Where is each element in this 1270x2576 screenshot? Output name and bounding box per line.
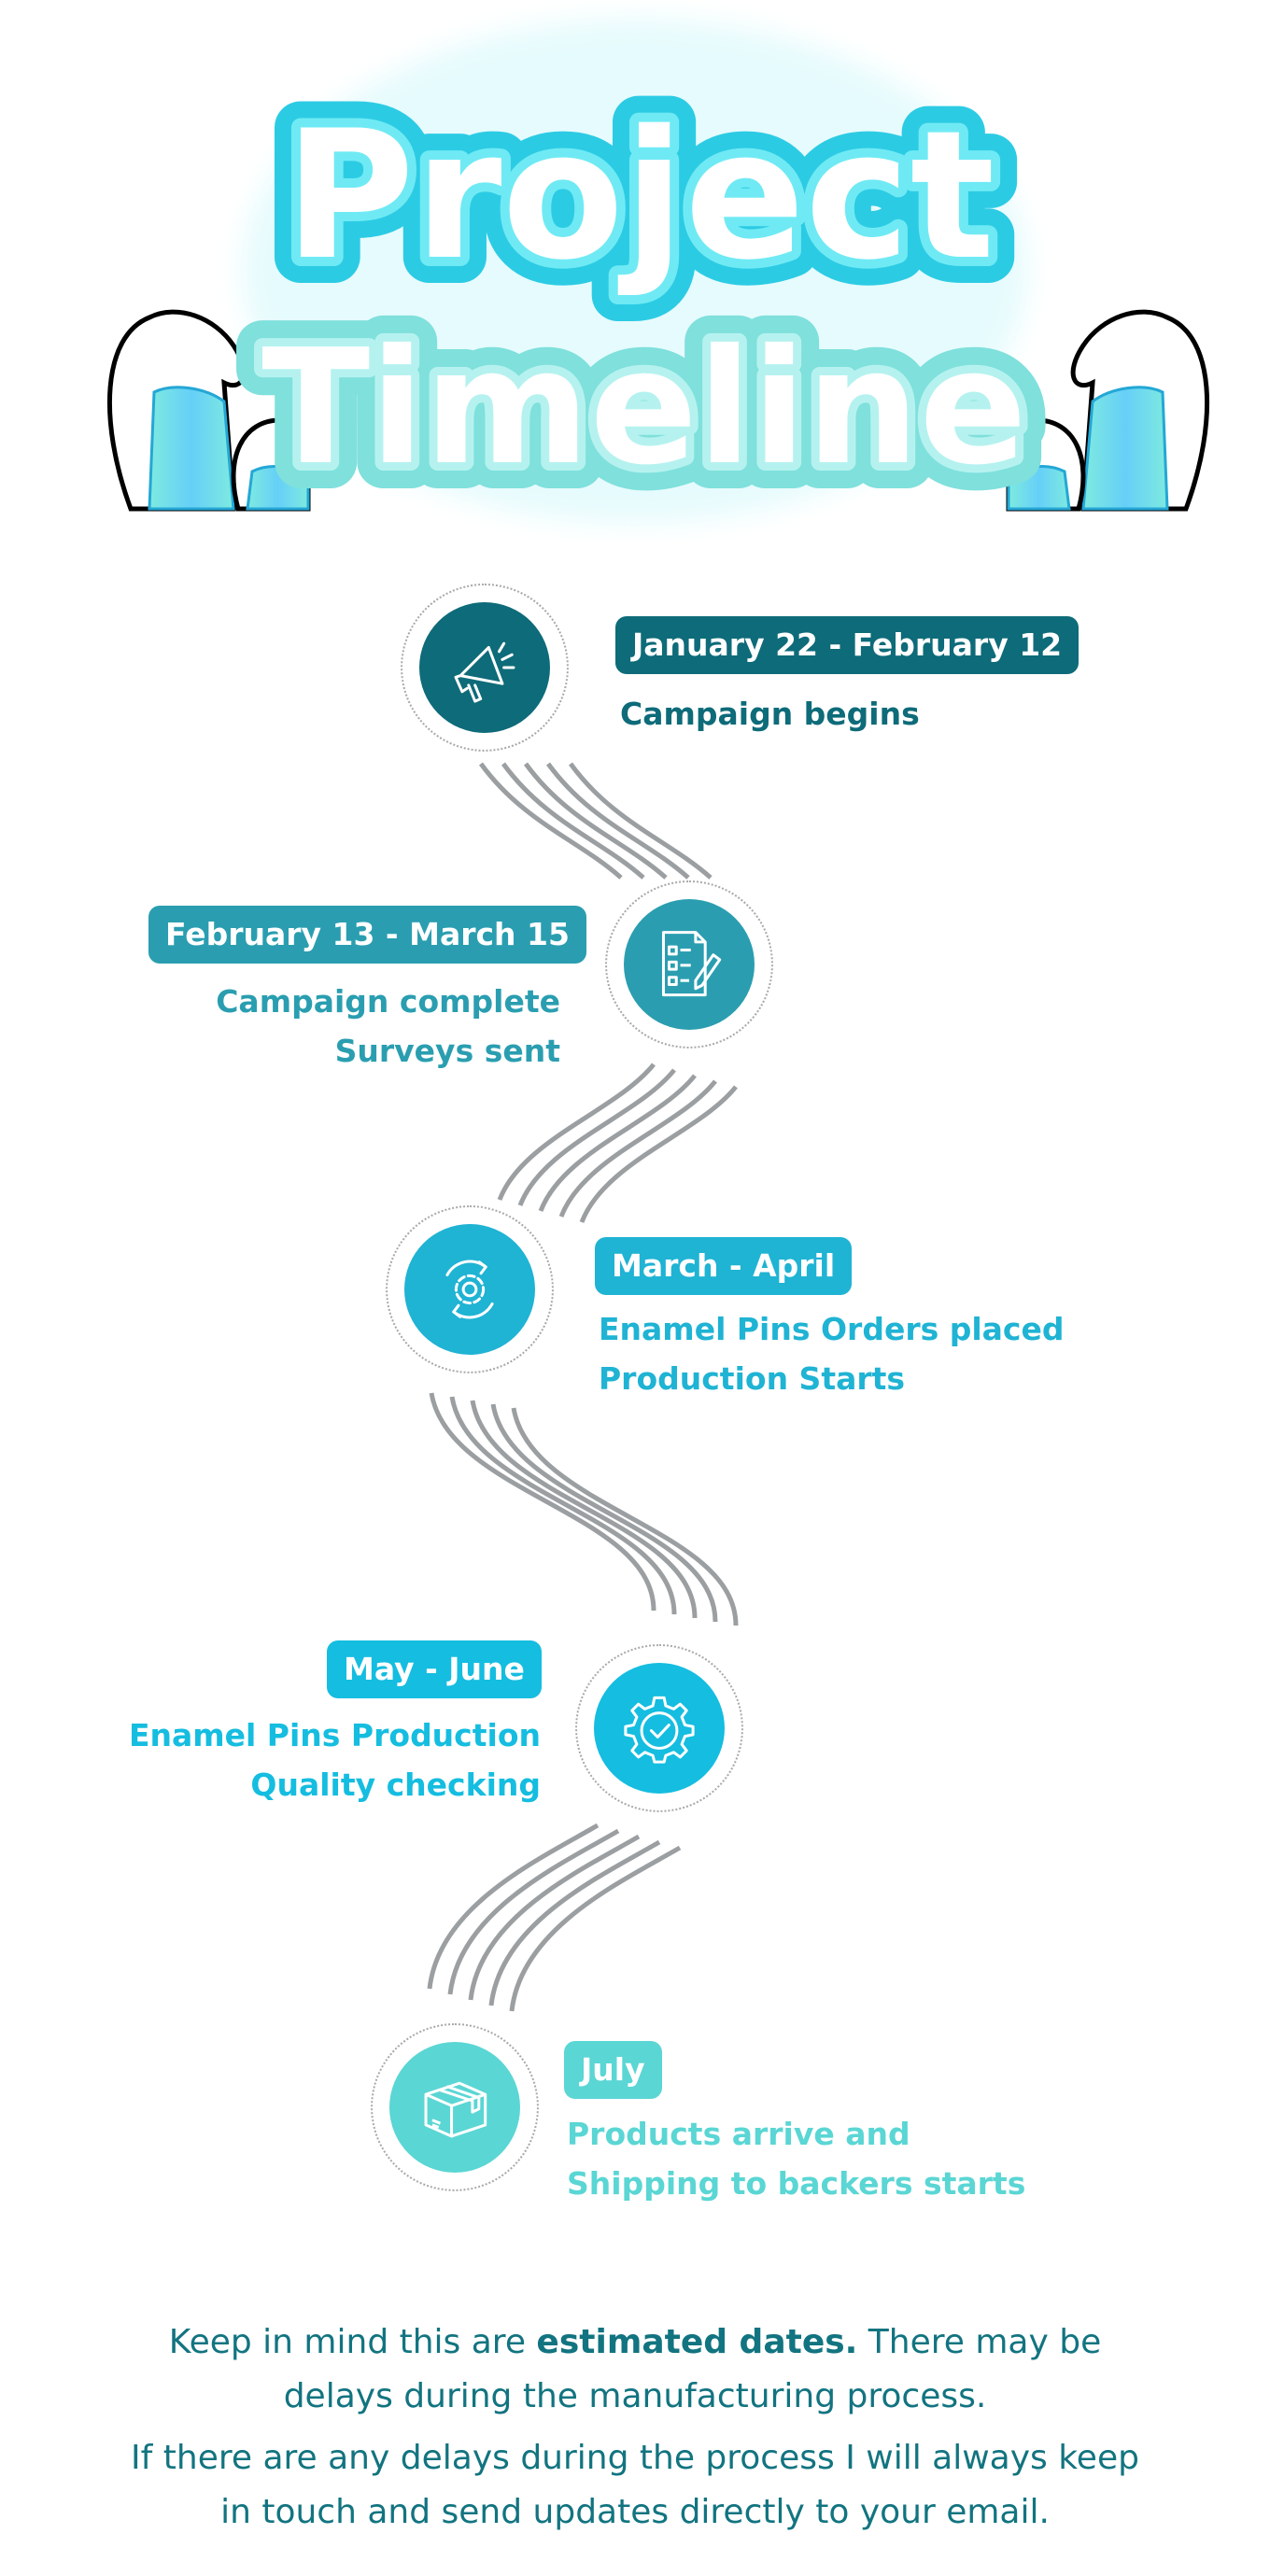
- step-3-line-1: Enamel Pins Orders placed: [599, 1311, 1065, 1347]
- step-2-description: Campaign complete Surveys sent: [216, 977, 560, 1076]
- step-4-date-badge: May - June: [327, 1640, 542, 1698]
- gear-check-icon: [624, 1696, 695, 1764]
- step-4-icon-ring: [575, 1644, 743, 1812]
- wave-right-icon: [1002, 309, 1210, 512]
- disclaimer-line-3: If there are any delays during the proce…: [131, 2439, 1139, 2477]
- gear-cycle-icon: [445, 1260, 494, 1319]
- connector-2-line: [497, 1063, 656, 1201]
- step-5-icon-disc: [389, 2042, 520, 2173]
- connector-4-line: [468, 1834, 641, 2001]
- disclaimer-line-1: Keep in mind this are estimated dates. T…: [0, 2316, 1270, 2370]
- connector-1-line: [523, 762, 668, 880]
- connector-1-line: [568, 762, 713, 880]
- project-timeline-title-banner: Project Project Project Timeline Timelin…: [106, 19, 1210, 527]
- disclaimer-text: Keep in mind this are: [168, 2323, 537, 2361]
- step-1-line-1: Campaign begins: [620, 696, 920, 732]
- step-5-date-badge: July: [564, 2041, 662, 2099]
- title-line1-glow: Project: [285, 92, 995, 299]
- connector-3-line: [490, 1403, 718, 1623]
- connector-3-line: [429, 1392, 656, 1612]
- step-2-date-badge: February 13 - March 15: [148, 906, 586, 964]
- step-4-line-2: Quality checking: [250, 1767, 541, 1803]
- step-2-icon-ring: [605, 880, 773, 1049]
- connector-3-line: [449, 1396, 677, 1615]
- connector-2-line: [579, 1085, 738, 1223]
- step-1-date-badge: January 22 - February 12: [615, 616, 1080, 674]
- title-line2-glow: Timeline: [261, 316, 1027, 500]
- step-4-description: Enamel Pins Production Quality checking: [129, 1710, 541, 1809]
- title-line2: Timeline: [261, 316, 1027, 500]
- step-5-icon-ring: [371, 2023, 539, 2191]
- connector-2-line: [517, 1068, 676, 1206]
- step-3-icon-ring: [386, 1205, 554, 1373]
- disclaimer-line-2: delays during the manufacturing process.: [283, 2377, 987, 2415]
- step-2-line-2: Surveys sent: [334, 1033, 560, 1069]
- package-box-icon: [424, 2081, 487, 2138]
- disclaimer-note: Keep in mind this are estimated dates. T…: [0, 2316, 1270, 2540]
- step-3-date-badge: March - April: [595, 1237, 853, 1295]
- survey-checklist-icon: [661, 931, 722, 997]
- title-line1: Project: [285, 92, 995, 299]
- step-3-icon-disc: [404, 1224, 535, 1355]
- step-1-icon-ring: [401, 584, 569, 752]
- estimated-dates-emphasis: estimated dates.: [536, 2323, 858, 2361]
- step-1-description: Campaign begins: [620, 689, 920, 739]
- connector-4-line: [488, 1839, 661, 2006]
- megaphone-icon: [454, 641, 515, 703]
- disclaimer-text: There may be: [857, 2323, 1102, 2361]
- step-4-line-1: Enamel Pins Production: [128, 1717, 541, 1753]
- step-2-icon-disc: [624, 899, 755, 1030]
- step-3-description: Enamel Pins Orders placed Production Sta…: [599, 1304, 1065, 1403]
- title-line2-outline: Timeline: [261, 316, 1027, 500]
- connector-4-line: [509, 1845, 682, 2012]
- title-line1-outline: Project: [285, 92, 995, 299]
- connector-1-line: [545, 762, 690, 880]
- connector-1-line: [478, 762, 623, 880]
- step-2-line-1: Campaign complete: [216, 983, 560, 1020]
- step-1-icon-disc: [419, 602, 550, 733]
- connector-3-line: [470, 1400, 698, 1619]
- connector-2-line: [538, 1074, 697, 1212]
- step-5-description: Products arrive and Shipping to backers …: [567, 2109, 1025, 2208]
- wave-left-icon: [106, 309, 315, 512]
- connector-3-line: [511, 1407, 739, 1626]
- step-4-icon-disc: [594, 1663, 725, 1794]
- connector-2-line: [558, 1079, 717, 1218]
- disclaimer-line-4: in touch and send updates directly to yo…: [220, 2493, 1050, 2531]
- connector-4-line: [427, 1823, 600, 1990]
- connector-4-line: [447, 1828, 620, 1995]
- step-5-line-1: Products arrive and: [567, 2116, 910, 2152]
- connector-1-line: [501, 762, 645, 880]
- step-5-line-2: Shipping to backers starts: [567, 2165, 1026, 2202]
- step-3-line-2: Production Starts: [599, 1360, 906, 1397]
